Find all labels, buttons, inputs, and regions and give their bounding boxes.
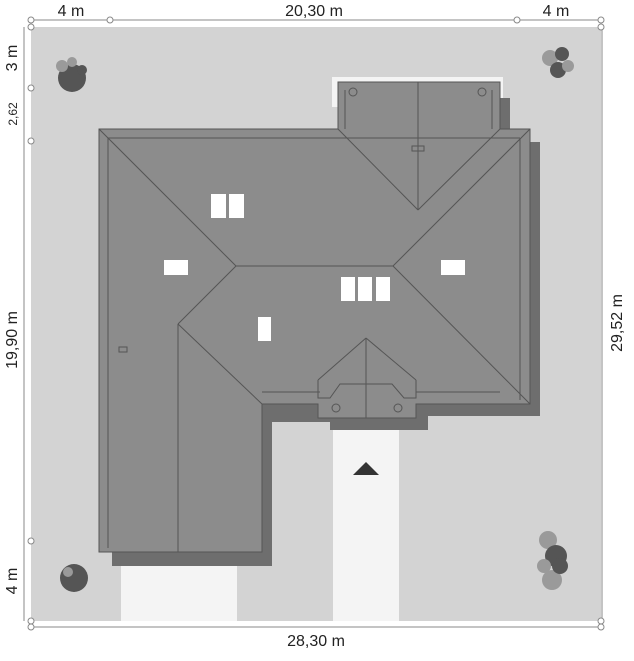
roof-windows — [164, 194, 465, 341]
terrace-left — [121, 556, 237, 621]
roof-ridges — [98, 82, 531, 552]
tree-icon — [56, 57, 87, 92]
dimension-markers — [27, 16, 605, 631]
roof-outline — [98, 81, 531, 553]
roof-window — [211, 194, 226, 218]
dim-left-upper: 2,62 — [6, 102, 20, 126]
dim-top-right: 4 m — [543, 3, 570, 20]
dimension-lines — [23, 19, 603, 628]
tree-icon — [60, 564, 88, 592]
roof — [98, 81, 531, 553]
tree-icon — [542, 47, 574, 78]
roof-vents — [118, 87, 487, 413]
tree-icon — [537, 531, 568, 590]
dim-right: 29,52 m — [609, 294, 626, 352]
roof-window — [358, 277, 372, 301]
roof-window — [441, 260, 465, 275]
roof-window — [376, 277, 390, 301]
dim-top-middle: 20,30 m — [285, 3, 343, 20]
dim-left-top: 3 m — [4, 45, 21, 72]
roof-window — [164, 260, 188, 275]
driveway — [333, 418, 399, 621]
roof-window — [258, 317, 271, 341]
roof-window — [229, 194, 244, 218]
dim-bottom: 28,30 m — [287, 633, 345, 650]
roof-window — [341, 277, 355, 301]
entrance-arrow-icon — [353, 462, 379, 475]
dim-left-middle: 19,90 m — [4, 311, 21, 369]
dim-left-bottom: 4 m — [4, 568, 21, 595]
dim-top-left: 4 m — [58, 3, 85, 20]
